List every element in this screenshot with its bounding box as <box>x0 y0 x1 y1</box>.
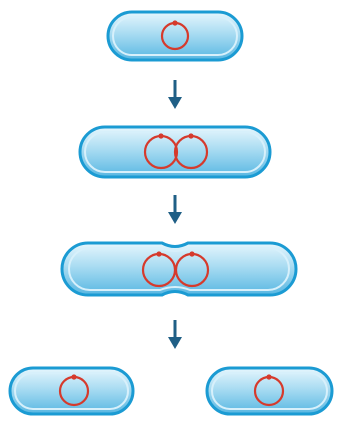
bacterial-cell <box>106 10 244 62</box>
down-arrow-icon <box>168 195 182 224</box>
replication-origin-dot <box>189 251 195 257</box>
stage-3-cell-group <box>60 241 298 297</box>
cell-inner-membrane <box>14 372 129 410</box>
replication-origin-dot <box>172 20 178 26</box>
replication-origin-dot <box>188 133 194 139</box>
bacterial-cell <box>8 366 135 416</box>
stage-4-right-daughter-cell <box>205 366 334 416</box>
replication-origin-dot <box>158 133 164 139</box>
replication-origin-dot <box>156 251 162 257</box>
cell-inner-membrane <box>68 247 290 291</box>
stage-4-left-daughter-cell <box>8 366 135 416</box>
down-arrow-icon <box>168 320 182 349</box>
stage-2-cell-group <box>78 125 272 179</box>
bacterial-cell <box>205 366 334 416</box>
stage-1-cell-group <box>106 10 244 62</box>
down-arrow-icon <box>168 80 182 109</box>
replication-origin-dot <box>266 374 272 380</box>
cell-inner-membrane <box>112 16 238 56</box>
cell-inner-membrane <box>211 372 328 410</box>
replication-origin-dot <box>71 374 77 380</box>
cell-inner-membrane <box>84 131 266 173</box>
bacterial-cell <box>60 241 298 297</box>
